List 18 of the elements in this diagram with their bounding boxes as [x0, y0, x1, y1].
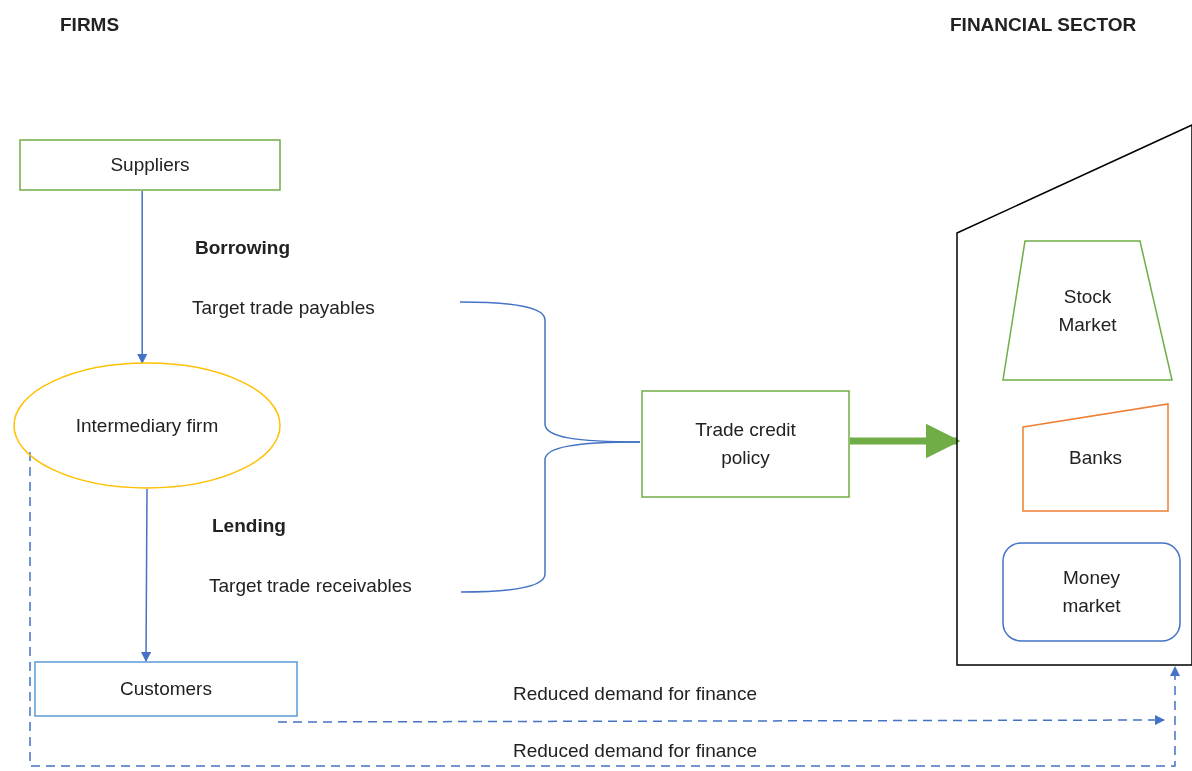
arrow — [136, 190, 148, 365]
node-label: Stock Market — [1057, 284, 1118, 337]
node-label: Suppliers — [110, 153, 190, 178]
arrow — [140, 488, 152, 663]
heading-text: Borrowing — [194, 236, 290, 260]
node-label: Target trade receivables — [209, 574, 412, 599]
node-label: Banks — [1069, 445, 1122, 470]
node-label: Target trade payables — [192, 296, 375, 321]
section-heading: FIRMS — [60, 14, 120, 36]
curly-brace — [460, 441, 641, 593]
heading-text: Lending — [211, 514, 286, 538]
node-label: Intermediary firm — [75, 413, 219, 438]
section-heading: FINANCIAL SECTOR — [950, 14, 1137, 36]
node-label: Customers — [120, 677, 212, 702]
dashed-arrow — [29, 451, 1181, 767]
node-label: Trade credit policy — [694, 418, 797, 470]
dashed-arrow — [277, 714, 1166, 726]
node-label: Money market — [1061, 566, 1122, 618]
